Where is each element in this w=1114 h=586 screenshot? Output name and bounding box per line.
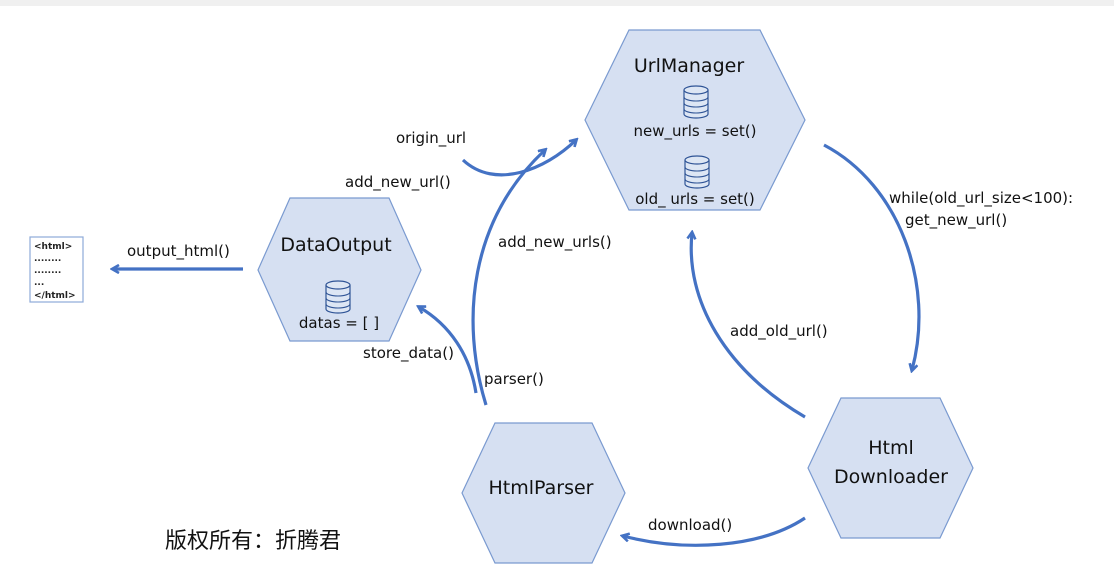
add-new-url-label: add_new_url() <box>345 173 451 192</box>
url-manager-hexagon <box>584 29 806 211</box>
add-old-url-label: add_old_url() <box>730 322 828 341</box>
html-parser-title: HtmlParser <box>489 477 594 499</box>
html-doc-line-3: ........ <box>34 266 61 276</box>
url-manager-title: UrlManager <box>634 55 744 77</box>
url-manager-new-urls: new_urls = set() <box>634 122 757 141</box>
datas-database-icon <box>325 280 351 314</box>
get-new-url-label: get_new_url() <box>905 211 1007 230</box>
copyright-text: 版权所有：折腾君 <box>165 529 341 554</box>
data-output-node: DataOutput datas = [ ] <box>257 197 422 342</box>
download-label: download() <box>648 516 732 534</box>
html-doc-line-5: </html> <box>34 291 76 301</box>
html-document-icon: <html> ........ ........ ... </html> <box>29 236 84 303</box>
data-output-datas: datas = [ ] <box>299 314 379 332</box>
url-manager-old-urls: old_ urls = set() <box>635 190 755 209</box>
parser-to-urlmanager-arrow <box>471 150 545 406</box>
add-old-url-arrow <box>691 233 806 419</box>
origin-url-arrow <box>461 140 576 177</box>
html-doc-line-2: ........ <box>34 254 61 264</box>
html-doc-line-4: ... <box>34 278 44 288</box>
add-new-urls-label: add_new_urls() <box>498 233 612 252</box>
store-data-arrow <box>419 307 478 394</box>
html-doc-line-1: <html> <box>34 242 72 252</box>
parser-label: parser() <box>484 370 544 388</box>
html-downloader-title-line1: Html <box>868 437 914 459</box>
output-html-label: output_html() <box>127 242 230 261</box>
html-downloader-hexagon <box>807 397 974 539</box>
download-arrow <box>623 516 806 547</box>
store-data-label: store_data() <box>363 344 454 363</box>
url-manager-node: UrlManager new_urls = set() old_ urls = … <box>584 29 806 211</box>
html-downloader-title-line2: Downloader <box>834 466 948 488</box>
top-strip <box>0 0 1114 6</box>
data-output-hexagon <box>257 197 422 342</box>
old-urls-database-icon <box>684 155 710 189</box>
while-condition-label: while(old_url_size<100): <box>889 189 1073 208</box>
html-downloader-node: Html Downloader <box>807 397 974 539</box>
data-output-title: DataOutput <box>280 234 391 256</box>
html-parser-node: HtmlParser <box>461 422 626 564</box>
origin-url-label: origin_url <box>396 129 466 148</box>
html-parser-hexagon <box>461 422 626 564</box>
get-new-url-arrow <box>823 143 921 370</box>
new-urls-database-icon <box>683 85 709 119</box>
